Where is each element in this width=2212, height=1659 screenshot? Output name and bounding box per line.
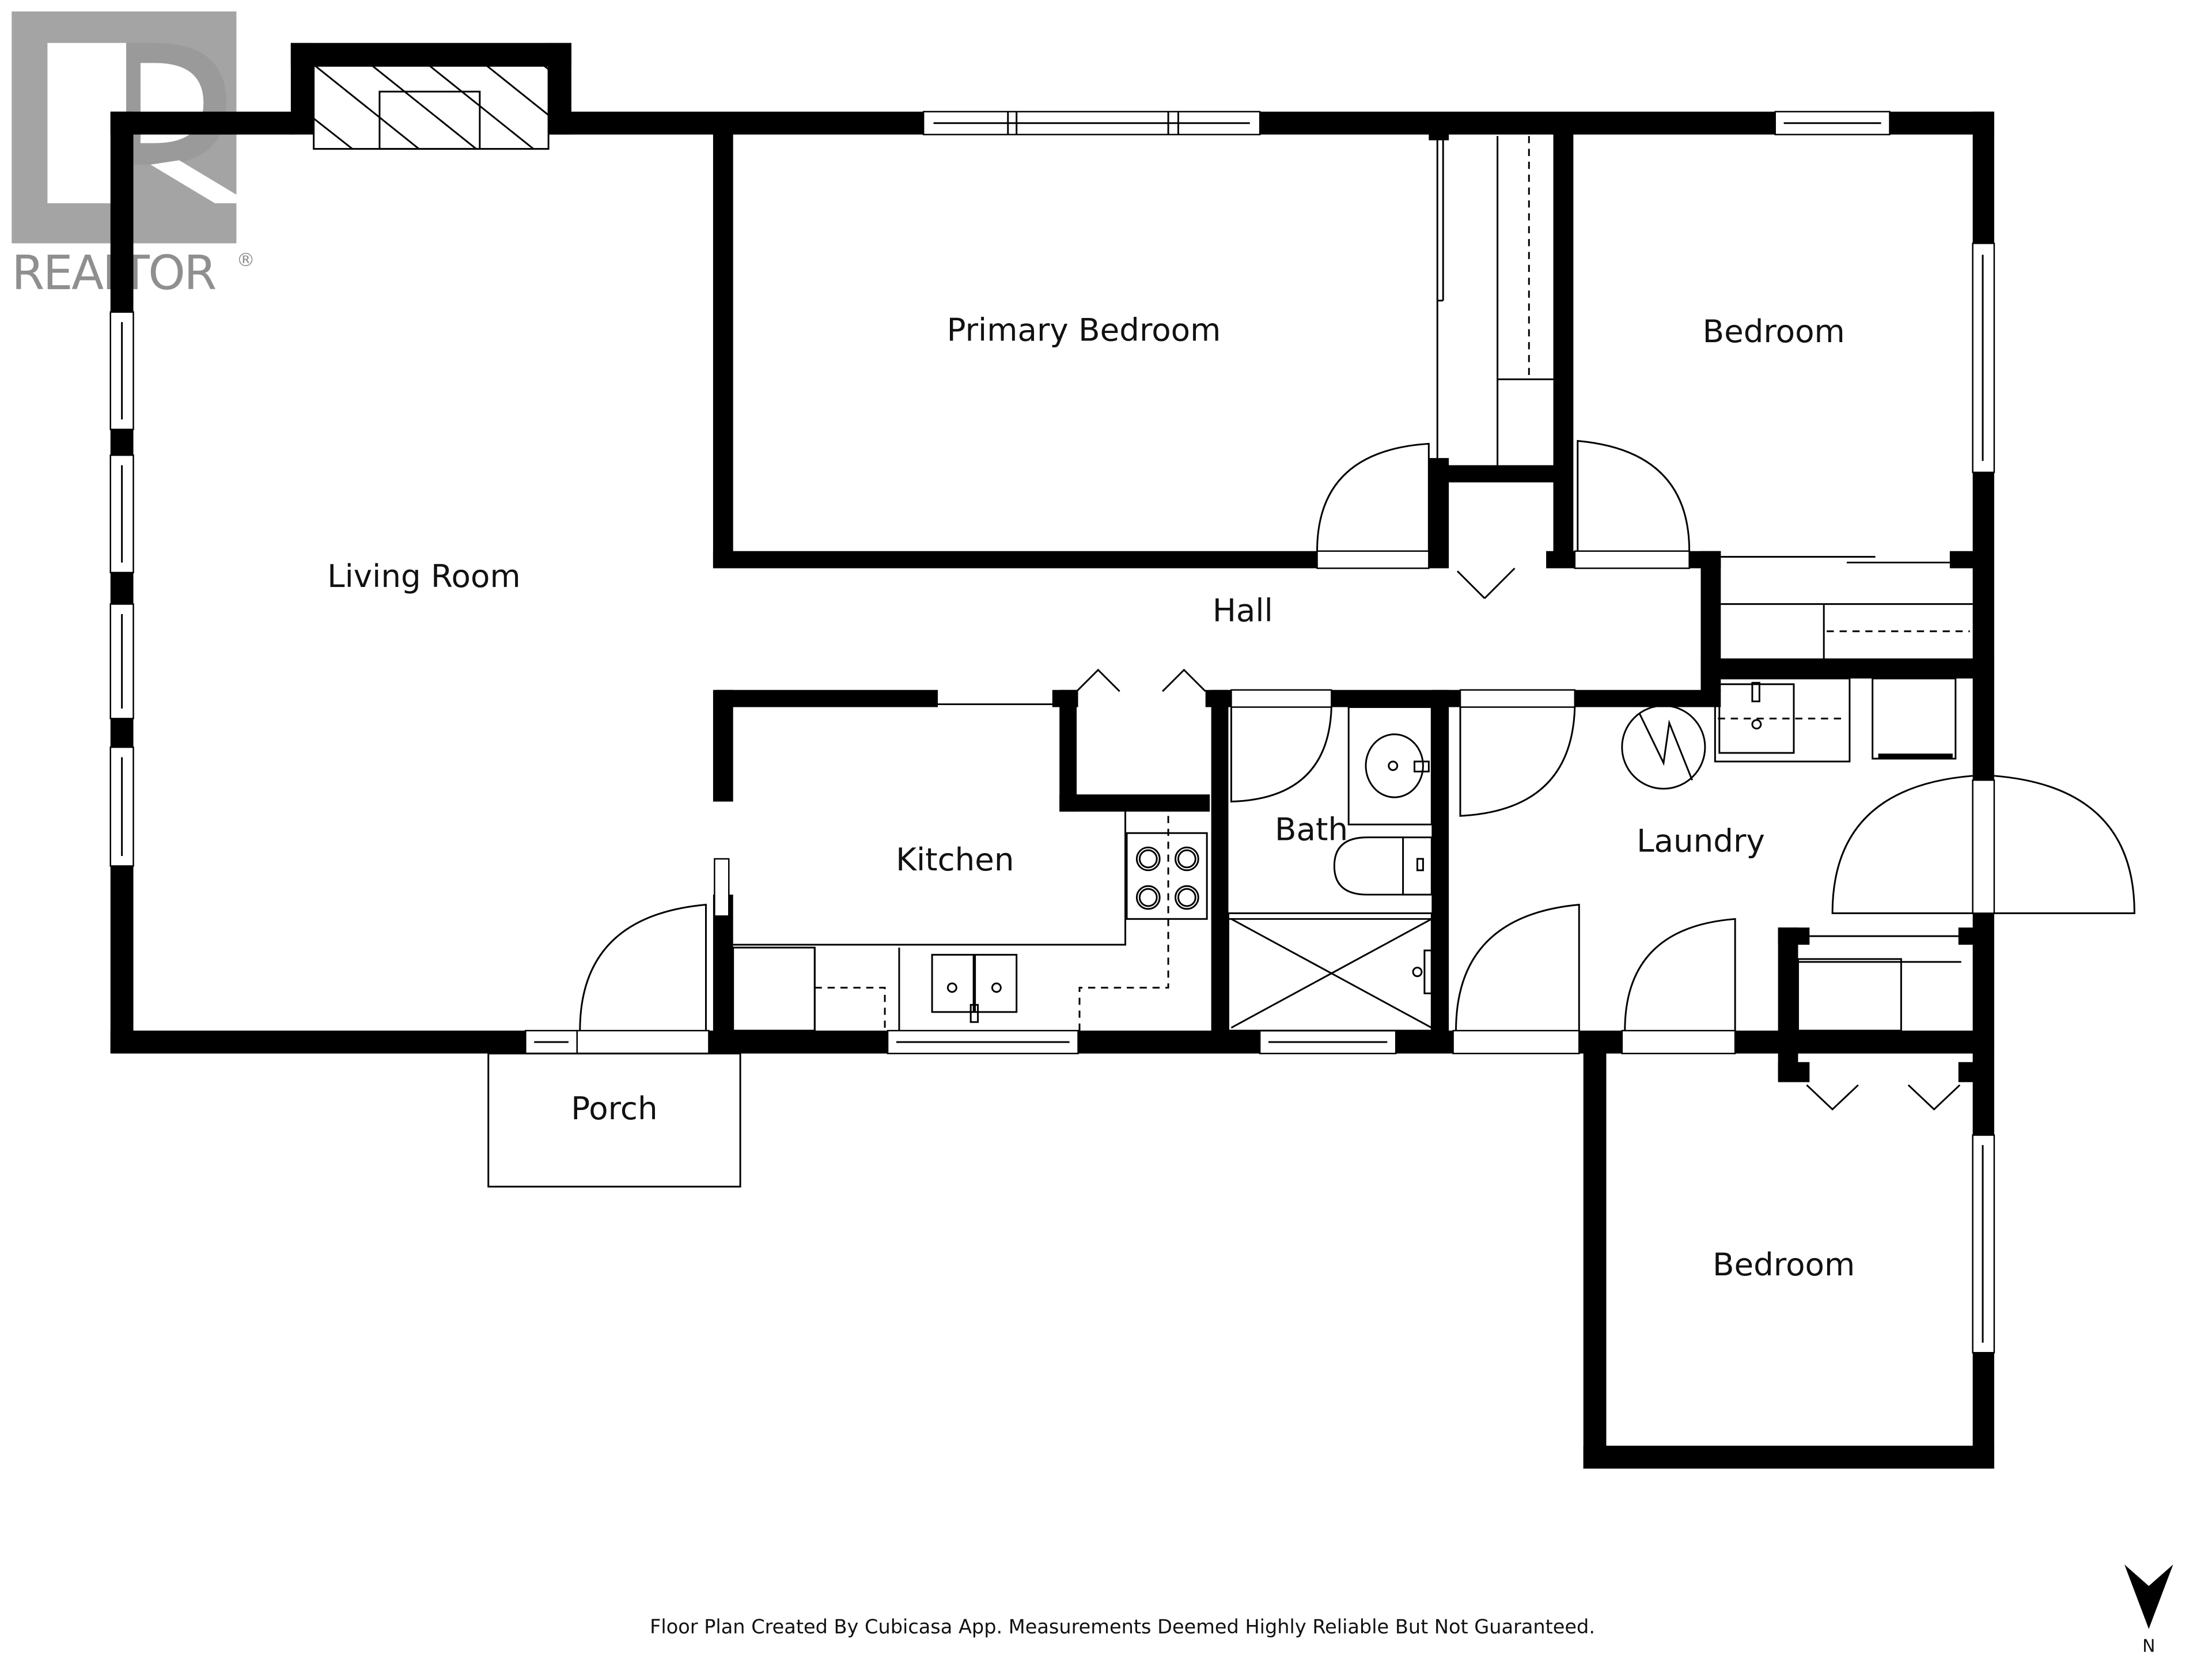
room-label-living-room: Living Room <box>327 558 521 594</box>
disclaimer-text: Floor Plan Created By Cubicasa App. Meas… <box>650 1615 1595 1638</box>
bath-fixtures <box>1227 706 1433 1032</box>
sliding-door <box>1436 136 1554 465</box>
toilet-icon <box>1333 836 1433 896</box>
door-swing <box>1574 440 1691 569</box>
washer-icon <box>1872 677 1957 760</box>
door-swing <box>1452 903 1580 1055</box>
sink-icon <box>931 953 1018 1023</box>
window <box>887 1029 1079 1055</box>
laundry-fixtures <box>1621 677 1961 1032</box>
window <box>109 454 134 574</box>
shower-icon <box>1227 912 1433 1032</box>
registered-mark: ® <box>236 249 255 271</box>
sliding-door <box>1721 556 1973 659</box>
kitchen-fixtures <box>714 703 1208 1032</box>
room-label-bedroom-se: Bedroom <box>1713 1246 1855 1283</box>
room-label-porch: Porch <box>571 1090 657 1127</box>
fireplace <box>313 65 550 150</box>
laundry-sink-icon <box>1714 677 1851 763</box>
window <box>1774 111 1891 135</box>
door-swing <box>1459 689 1576 817</box>
door-swing <box>576 903 710 1055</box>
room-label-primary-bedroom: Primary Bedroom <box>947 311 1221 348</box>
windows <box>109 111 1995 1354</box>
room-label-laundry: Laundry <box>1637 823 1765 859</box>
window <box>1259 1029 1397 1055</box>
doors <box>576 136 2135 1111</box>
bifold-door <box>1806 1084 1961 1111</box>
room-label-bath: Bath <box>1275 811 1348 848</box>
porch-outline <box>487 1052 741 1188</box>
interior-walls <box>713 128 1994 1082</box>
door-swing <box>1621 918 1736 1055</box>
stove-icon <box>1126 832 1208 920</box>
north-arrow-icon <box>2124 1564 2173 1629</box>
window <box>922 111 1261 135</box>
window <box>109 311 134 430</box>
bath-sink-icon <box>1347 706 1433 825</box>
room-labels: Living Room Primary Bedroom Bedroom Hall… <box>327 311 1855 1283</box>
room-label-hall: Hall <box>1213 592 1273 628</box>
bifold-door <box>1076 668 1206 692</box>
window <box>109 603 134 719</box>
bifold-door <box>1456 567 1516 599</box>
door-swing <box>1316 442 1430 569</box>
exterior-walls <box>110 43 1994 1469</box>
door-swing <box>1230 689 1332 803</box>
window <box>109 746 134 867</box>
north-label: N <box>2142 1637 2155 1657</box>
window <box>1972 243 1995 474</box>
room-label-kitchen: Kitchen <box>896 841 1014 878</box>
double-door <box>1831 775 2135 914</box>
window <box>525 1029 578 1055</box>
water-heater-icon <box>1621 704 1706 790</box>
room-label-bedroom-ne: Bedroom <box>1703 313 1845 350</box>
window <box>1972 1134 1995 1354</box>
